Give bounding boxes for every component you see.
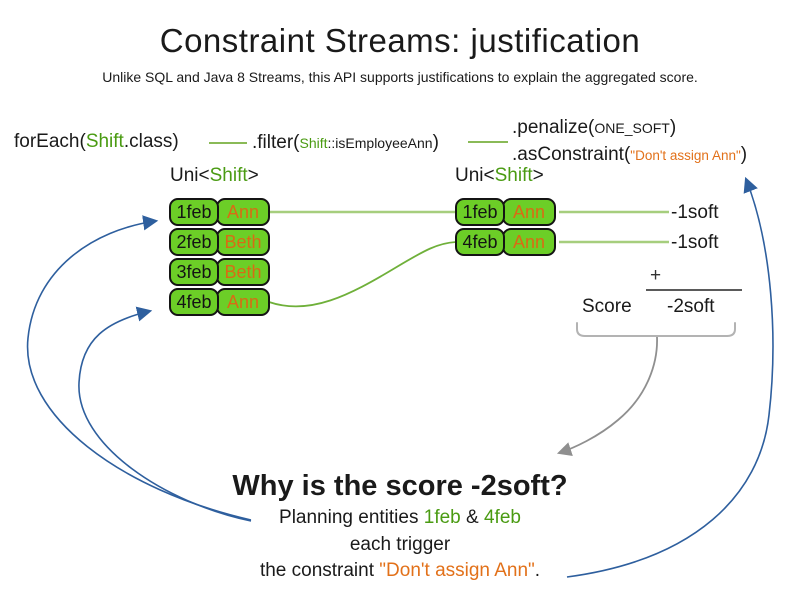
score-label: Score (582, 296, 632, 317)
explanation-line-1: Planning entities 1feb & 4feb (0, 507, 800, 529)
filter-prefix: .filter( (252, 132, 300, 153)
penalty-label-1: -1soft (671, 202, 719, 223)
left-type-suffix: > (247, 165, 259, 186)
foreach-suffix: .class) (123, 131, 179, 152)
line1-entity-4feb: 4feb (483, 507, 521, 528)
shift-employee-cell: Ann (216, 288, 270, 316)
explanation-heading: Why is the score -2soft? (232, 470, 568, 502)
shift-row-4feb: 4feb Ann (169, 288, 270, 316)
asconstraint-prefix: .asConstraint( (512, 144, 631, 165)
code-penalize: .penalize(ONE_SOFT) (512, 117, 676, 139)
foreach-prefix: forEach( (14, 131, 86, 152)
shift-date-cell: 1feb (169, 198, 219, 226)
right-type-suffix: > (532, 165, 544, 186)
score-brace (576, 322, 736, 337)
shift-employee-cell: Ann (502, 198, 556, 226)
left-type-class: Shift (209, 165, 248, 186)
plus-sign: + (650, 265, 662, 286)
code-filter: .filter(Shift::isEmployeeAnn) (252, 132, 439, 154)
page-title: Constraint Streams: justification (159, 22, 641, 59)
shift-date-cell: 2feb (169, 228, 219, 256)
line1-entity-1feb: 1feb (423, 507, 461, 528)
shift-date-cell: 1feb (455, 198, 505, 226)
filtered-row-1feb: 1feb Ann (455, 198, 556, 226)
shift-row-1feb: 1feb Ann (169, 198, 270, 226)
right-stream-type: Uni<Shift> (455, 165, 544, 187)
shift-employee-cell: Ann (216, 198, 270, 226)
filtered-row-4feb: 4feb Ann (455, 228, 556, 256)
penalize-suffix: ) (669, 117, 677, 138)
line3-suffix: . (534, 560, 541, 581)
shift-date-cell: 4feb (169, 288, 219, 316)
asconstraint-arg: "Don't assign Ann" (630, 148, 741, 163)
right-stream-table: 1feb Ann 4feb Ann (455, 198, 556, 256)
filter-class: Shift (299, 135, 328, 151)
score-total: -2soft (667, 296, 715, 317)
penalize-arg: ONE_SOFT (594, 120, 670, 136)
filter-method: ::isEmployeeAnn (327, 135, 433, 151)
green-link-row-4feb-curve (268, 241, 457, 308)
right-type-prefix: Uni< (455, 165, 495, 186)
shift-date-cell: 4feb (455, 228, 505, 256)
shift-employee-cell: Beth (216, 258, 270, 286)
line1-prefix: Planning entities (279, 507, 424, 528)
right-type-class: Shift (494, 165, 533, 186)
line3-constraint: "Don't assign Ann" (379, 560, 535, 581)
shift-row-3feb: 3feb Beth (169, 258, 270, 286)
left-type-prefix: Uni< (170, 165, 210, 186)
gray-arrow-icon (556, 336, 658, 456)
filter-suffix: ) (432, 132, 439, 153)
left-stream-type: Uni<Shift> (170, 165, 259, 187)
foreach-class: Shift (85, 131, 124, 152)
shift-date-cell: 3feb (169, 258, 219, 286)
explanation-line-2: each trigger (349, 534, 451, 555)
shift-row-2feb: 2feb Beth (169, 228, 270, 256)
penalty-label-2: -1soft (671, 232, 719, 253)
left-stream-table: 1feb Ann 2feb Beth 3feb Beth 4feb Ann (169, 198, 270, 316)
shift-employee-cell: Beth (216, 228, 270, 256)
penalize-prefix: .penalize( (512, 117, 595, 138)
explanation-line-3: the constraint "Don't assign Ann". (0, 560, 800, 582)
shift-employee-cell: Ann (502, 228, 556, 256)
code-asconstraint: .asConstraint("Don't assign Ann") (512, 144, 747, 166)
page-subtitle: Unlike SQL and Java 8 Streams, this API … (102, 69, 698, 85)
code-foreach: forEach(Shift.class) (14, 131, 179, 153)
asconstraint-suffix: ) (740, 144, 748, 165)
line1-ampersand: & (460, 507, 484, 528)
line3-prefix: the constraint (259, 560, 380, 581)
